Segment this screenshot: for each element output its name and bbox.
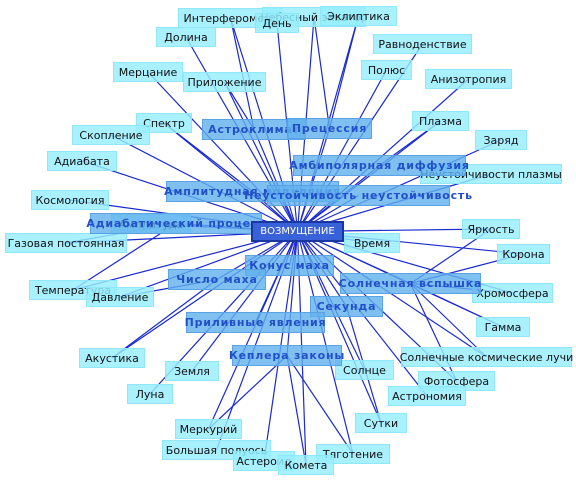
topic-node-prilivn[interactable]: Приливные явления <box>185 312 326 333</box>
leaf-node-vremya[interactable]: Время <box>344 233 400 253</box>
edge-root-pol <box>296 69 388 232</box>
topic-node-precessia[interactable]: Прецессия <box>287 118 372 139</box>
leaf-node-gazpost[interactable]: Газовая постоянная <box>5 233 127 253</box>
leaf-node-davlenie[interactable]: Давление <box>86 287 154 307</box>
leaf-node-solnce[interactable]: Солнце <box>335 360 394 380</box>
edge-root-davlenie <box>119 230 298 298</box>
edge-root-spektr <box>163 122 298 232</box>
edge-solnvsp-solnkosm <box>410 283 487 358</box>
edge-root-zemlya <box>191 231 298 372</box>
edge-kepler-tyagotenie <box>286 355 354 455</box>
edge-root-kepler <box>286 231 299 356</box>
topic-node-astroclimat[interactable]: Астроклимат <box>202 119 306 140</box>
leaf-node-anizotropia[interactable]: Анизотропия <box>425 69 512 89</box>
topic-node-konus[interactable]: Конус маха <box>245 255 334 276</box>
topic-node-neust[interactable]: Неустойчивость неустойчивость <box>244 185 472 206</box>
edge-chislo-akustika <box>111 279 218 359</box>
topic-node-solnvsp[interactable]: Солнечная вспышка <box>339 273 481 294</box>
leaf-node-adiabata[interactable]: Адиабата <box>47 151 117 171</box>
topic-node-chislo[interactable]: Число маха <box>168 269 266 290</box>
leaf-node-mercanie[interactable]: Мерцание <box>113 62 183 82</box>
edge-kepler-kometa <box>286 355 307 466</box>
edge-kepler-merkuriy <box>208 355 288 430</box>
edge-root-akustika <box>111 231 298 359</box>
edge-root-plazma <box>297 120 441 232</box>
leaf-node-akustika[interactable]: Акустика <box>79 348 145 368</box>
leaf-node-zaryad[interactable]: Заряд <box>475 130 527 150</box>
leaf-node-ravnodenst[interactable]: Равноденствие <box>373 34 472 54</box>
edge-root-prilozhenie <box>223 81 299 232</box>
leaf-node-prilozhenie[interactable]: Приложение <box>183 72 266 92</box>
edge-precessia-ekliptika <box>328 15 360 129</box>
leaf-node-merkuriy[interactable]: Меркурий <box>175 419 242 439</box>
leaf-node-plazma[interactable]: Плазма <box>412 111 469 131</box>
leaf-node-solnkosm[interactable]: Солнечные космические лучи <box>400 347 573 367</box>
edge-amplmod-spektr <box>163 122 253 192</box>
leaf-node-skoplenie[interactable]: Скопление <box>72 125 150 145</box>
edge-root-solnkosm <box>297 231 487 358</box>
leaf-node-hromosfera[interactable]: Хромосфера <box>472 283 553 303</box>
leaf-node-den[interactable]: День <box>255 13 299 33</box>
leaf-node-kosmologia[interactable]: Космология <box>31 190 109 210</box>
leaf-node-spektr[interactable]: Спектр <box>136 113 192 133</box>
edge-adiabat-temperatura <box>72 222 177 291</box>
leaf-node-dolina[interactable]: Долина <box>156 27 216 47</box>
leaf-node-yarkost[interactable]: Яркость <box>462 219 520 239</box>
topic-node-sekunda[interactable]: Секунда <box>310 296 383 317</box>
topic-node-kepler[interactable]: Кеплера законы <box>229 345 344 366</box>
leaf-node-sutki[interactable]: Сутки <box>355 413 407 433</box>
leaf-node-korona[interactable]: Корона <box>497 244 550 264</box>
topic-node-adiabat[interactable]: Адиабатический процесс <box>86 213 265 234</box>
leaf-node-zemlya[interactable]: Земля <box>165 361 219 381</box>
edge-root-astroclimat <box>253 129 299 232</box>
edge-precessia-nebekv <box>313 16 331 129</box>
leaf-node-luna[interactable]: Луна <box>127 384 173 404</box>
leaf-node-pol[interactable]: Полюс <box>361 60 412 80</box>
leaf-node-astronomia[interactable]: Астрономия <box>388 386 466 406</box>
root-node[interactable]: ВОЗМУЩЕНИЕ <box>251 221 344 242</box>
leaf-node-tyagotenie[interactable]: Тяготение <box>316 444 390 464</box>
topic-node-ambipolar[interactable]: Амбиполярная диффузия <box>289 155 469 176</box>
leaf-node-ekliptika[interactable]: Эклиптика <box>320 6 397 26</box>
leaf-node-kometa[interactable]: Комета <box>278 455 334 475</box>
leaf-node-gamma[interactable]: Гамма <box>476 317 530 337</box>
